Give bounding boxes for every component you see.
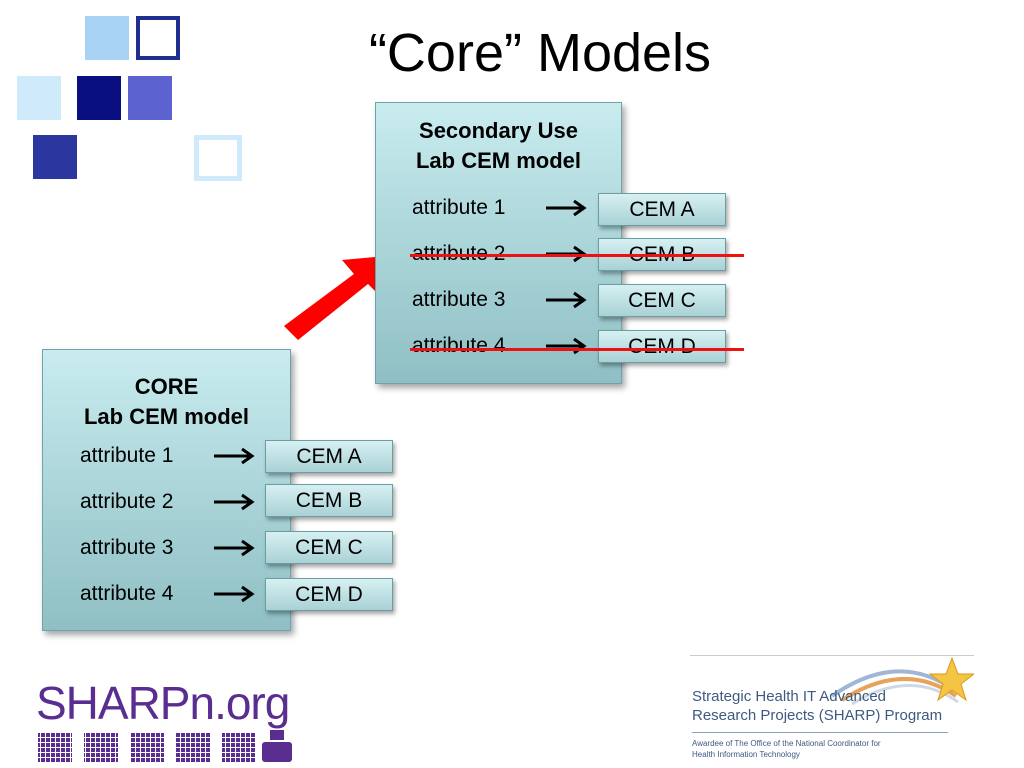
decor-square-outline <box>194 135 242 181</box>
star-swoosh-icon <box>830 656 974 706</box>
award-line2: Health Information Technology <box>692 750 800 759</box>
core-cem-b: CEM B <box>265 484 393 517</box>
core-attribute-1: attribute 1 <box>80 444 174 467</box>
secondary-attribute-1: attribute 1 <box>412 196 506 219</box>
award-line1: Awardee of The Office of the National Co… <box>692 739 881 748</box>
secondary-attribute-4: attribute 4 <box>412 334 506 357</box>
promotion-arrow-icon <box>284 256 386 340</box>
program-line2: Research Projects (SHARP) Program <box>692 707 943 724</box>
sharpn-grid-icon <box>38 730 292 762</box>
right-arrow-icon <box>546 291 587 309</box>
core-title-line2: Lab CEM model <box>83 404 249 429</box>
decor-square <box>33 135 77 179</box>
core-model-box: CORE Lab CEM model <box>42 349 291 631</box>
decor-square <box>85 16 129 60</box>
core-attribute-3: attribute 3 <box>80 536 174 559</box>
secondary-title-line2: Lab CEM model <box>415 148 581 173</box>
core-attribute-2: attribute 2 <box>80 490 174 513</box>
right-arrow-icon <box>214 447 255 465</box>
core-title-line1: CORE <box>134 374 199 399</box>
decor-square <box>77 76 121 120</box>
right-arrow-icon <box>214 585 255 603</box>
secondary-title-line1: Secondary Use <box>419 118 578 143</box>
right-arrow-icon <box>214 539 255 557</box>
secondary-attribute-2: attribute 2 <box>412 242 505 266</box>
secondary-cem-a: CEM A <box>598 193 726 226</box>
slide-title: “Core” Models <box>368 23 712 83</box>
sharpn-logo-text: SHARPn.org <box>36 677 290 729</box>
right-arrow-icon <box>214 493 255 511</box>
strike-line-attribute-4 <box>410 348 744 351</box>
secondary-cem-d: CEM D <box>598 330 726 363</box>
decor-square <box>17 76 61 120</box>
right-arrow-icon <box>546 199 587 217</box>
sharpn-logo: SHARPn.org <box>36 680 298 764</box>
core-attribute-4: attribute 4 <box>80 582 174 605</box>
secondary-attribute-3: attribute 3 <box>412 288 506 311</box>
core-cem-a: CEM A <box>265 440 393 473</box>
strike-line-attribute-2 <box>410 254 744 257</box>
core-cem-c: CEM C <box>265 531 393 564</box>
program-divider <box>692 732 948 733</box>
decor-square-outline <box>136 16 180 60</box>
core-cem-d: CEM D <box>265 578 393 611</box>
secondary-use-model-box: Secondary Use Lab CEM model <box>375 102 622 384</box>
right-arrow-icon <box>546 337 587 355</box>
decor-square <box>128 76 172 120</box>
program-line1: Strategic Health IT Advanced <box>692 688 887 705</box>
sharp-program-logo: Strategic Health IT Advanced Research Pr… <box>690 655 974 764</box>
secondary-cem-c: CEM C <box>598 284 726 317</box>
